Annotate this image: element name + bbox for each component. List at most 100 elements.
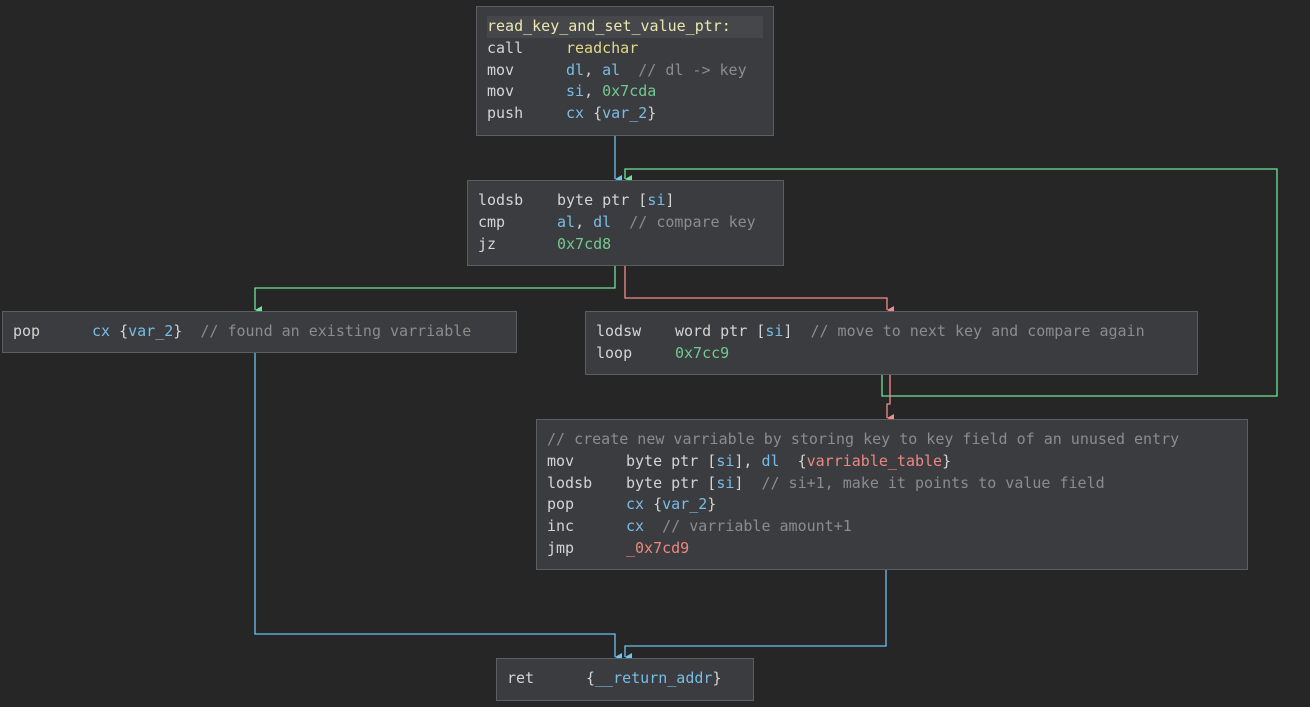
block-label-row[interactable]: read_key_and_set_value_ptr:	[487, 16, 763, 38]
operand-token: var_2	[128, 322, 174, 340]
operand-token: al	[602, 60, 621, 79]
mnemonic: lodsw	[596, 322, 642, 340]
mnemonic: mov	[487, 82, 515, 101]
mnemonic: mov	[547, 451, 575, 470]
basic-block-entry[interactable]: read_key_and_set_value_ptr:call readchar m…	[476, 6, 774, 136]
operand-token: cx	[92, 322, 111, 340]
mnemonic: lodsb	[547, 473, 593, 492]
instruction-row[interactable]: mov dl, al // dl -> key	[487, 60, 763, 82]
operand-token: byte ptr [	[557, 191, 648, 209]
instruction-row[interactable]: mov byte ptr [si], dl {varriable_table}	[547, 451, 1237, 473]
instruction-row[interactable]: // create new varriable by storing key t…	[547, 429, 1237, 451]
operand-token: cx	[566, 104, 585, 123]
instruction-row[interactable]: lodsw word ptr [si] // move to next key a…	[596, 321, 1187, 343]
operand-token: 0x7cc9	[675, 343, 730, 362]
operand-token: ,	[575, 212, 594, 231]
mnemonic: mov	[487, 60, 515, 79]
edge-jz-false	[624, 266, 894, 314]
operand-token: si	[716, 451, 735, 470]
instruction-row[interactable]: cmp al, dl // compare key	[478, 212, 773, 234]
operand-token: // varriable amount+1	[644, 517, 852, 536]
operand-token: si	[566, 82, 585, 101]
operand-token: // found an existing varriable	[182, 322, 472, 340]
operand-token: al	[557, 212, 576, 231]
instruction-row[interactable]: inc cx // varriable amount+1	[547, 516, 1237, 538]
operand-token: ]	[734, 473, 744, 492]
operand-token: {	[584, 104, 603, 123]
operand-token: __return_addr	[595, 669, 713, 687]
operand-token: cx	[626, 517, 645, 536]
operand-token: dl	[593, 212, 612, 231]
mnemonic: call	[487, 38, 524, 57]
operand-token: word ptr [	[675, 322, 766, 340]
operand-token: readchar	[566, 38, 639, 57]
operand-token: cx	[626, 495, 645, 514]
instruction-row[interactable]: pop cx {var_2}	[547, 494, 1237, 516]
operand-token: 0x7cd8	[557, 234, 612, 253]
operand-token: _0x7cd9	[626, 538, 690, 557]
operand-token: var_2	[662, 495, 708, 514]
edge-loop-fallthrough	[886, 375, 894, 422]
instruction-row[interactable]: pop cx {var_2} // found an existing varri…	[13, 321, 506, 343]
operand-token: {	[779, 451, 807, 470]
basic-block-ret[interactable]: ret {__return_addr}	[496, 658, 754, 701]
operand-token: // move to next key and compare again	[792, 322, 1145, 340]
operand-token: // compare key	[611, 212, 756, 231]
operand-token: varriable_table	[806, 451, 943, 470]
edge-loop-back	[624, 168, 1278, 397]
operand-token: }	[647, 104, 657, 123]
operand-token: ,	[584, 60, 603, 79]
mnemonic: jmp	[547, 538, 575, 557]
operand-token: {	[586, 669, 596, 687]
mnemonic: pop	[13, 322, 41, 340]
instruction-row[interactable]: call readchar	[487, 38, 763, 60]
instruction-row[interactable]: lodsb byte ptr [si]	[478, 190, 773, 212]
basic-block-found[interactable]: pop cx {var_2} // found an existing varri…	[2, 311, 517, 353]
basic-block-loop-head[interactable]: lodsb byte ptr [si] cmp al, dl // compare k…	[467, 180, 784, 266]
edge-found-to-ret	[254, 353, 622, 661]
operand-token: ],	[734, 451, 762, 470]
basic-block-create[interactable]: // create new varriable by storing key t…	[536, 419, 1248, 570]
mnemonic: lodsb	[478, 191, 524, 209]
operand-token: read_key_and_set_value_ptr:	[487, 17, 731, 35]
operand-token: si	[716, 473, 735, 492]
mnemonic: jz	[478, 234, 497, 253]
instruction-row[interactable]: ret {__return_addr}	[507, 668, 743, 690]
instruction-row[interactable]: jmp _0x7cd9	[547, 538, 1237, 560]
operand-token: si	[647, 191, 666, 209]
operand-token: }	[712, 669, 722, 687]
edge-jz-true	[254, 266, 616, 314]
mnemonic: push	[487, 104, 524, 123]
operand-token: ,	[584, 82, 603, 101]
operand-token: byte ptr [	[626, 451, 717, 470]
instruction-row[interactable]: push cx {var_2}	[487, 103, 763, 125]
operand-token: byte ptr [	[626, 473, 717, 492]
mnemonic: cmp	[478, 212, 506, 231]
operand-token: // si+1, make it points to value field	[743, 473, 1105, 492]
mnemonic: ret	[507, 669, 535, 687]
operand-token: }	[173, 322, 183, 340]
operand-token: ]	[783, 322, 793, 340]
mnemonic: inc	[547, 517, 575, 536]
operand-token: {	[110, 322, 129, 340]
instruction-row[interactable]: jz 0x7cd8	[478, 234, 773, 256]
basic-block-next-key[interactable]: lodsw word ptr [si] // move to next key a…	[585, 311, 1198, 375]
edge-create-to-ret	[624, 570, 887, 661]
instruction-row[interactable]: mov si, 0x7cda	[487, 81, 763, 103]
operand-token: var_2	[602, 104, 648, 123]
operand-token: dl	[566, 60, 585, 79]
operand-token: // dl -> key	[620, 60, 747, 79]
operand-token: {	[644, 495, 663, 514]
operand-token: // create new varriable by storing key t…	[547, 430, 1180, 448]
operand-token: 0x7cda	[602, 82, 657, 101]
operand-token: }	[707, 495, 717, 514]
operand-token: }	[942, 451, 952, 470]
operand-token: si	[765, 322, 784, 340]
operand-token: ]	[665, 191, 675, 209]
operand-token: dl	[761, 451, 780, 470]
mnemonic: pop	[547, 495, 575, 514]
mnemonic: loop	[596, 343, 633, 362]
instruction-row[interactable]: lodsb byte ptr [si] // si+1, make it poin…	[547, 473, 1237, 495]
instruction-row[interactable]: loop 0x7cc9	[596, 343, 1187, 365]
